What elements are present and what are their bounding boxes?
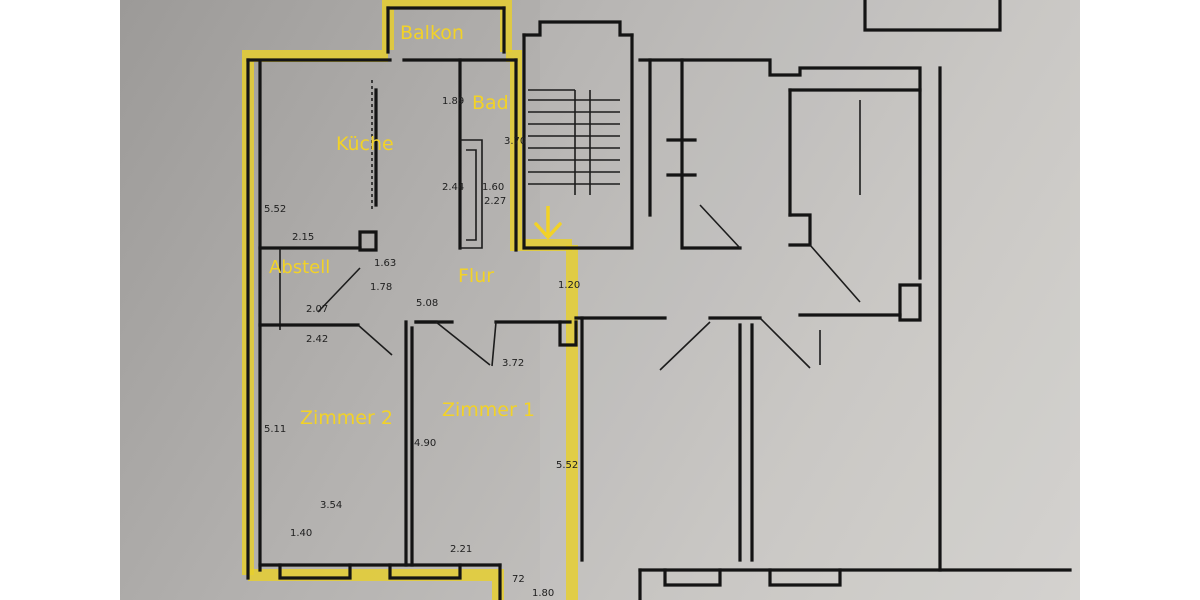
dimension-label: 2.07 — [306, 304, 329, 315]
dimension-label: 3.70 — [504, 136, 527, 147]
dimension-label: 2.27 — [484, 196, 507, 207]
room-label-flur: Flur — [458, 265, 495, 287]
dimension-label: 3.54 — [320, 500, 343, 511]
dimension-label: 1.80 — [532, 588, 555, 599]
dimension-label: 5.11 — [264, 424, 287, 435]
room-label-abstell: Abstell — [269, 257, 331, 278]
dimension-label: 72 — [512, 574, 525, 585]
room-label-zimmer2: Zimmer 2 — [300, 407, 393, 429]
dimension-label: 3.72 — [502, 358, 525, 369]
dimension-label: 4.90 — [414, 438, 437, 449]
dimension-label: 1.40 — [290, 528, 313, 539]
dimension-label: 2.21 — [450, 544, 473, 555]
dimension-label: 5.52 — [264, 204, 287, 215]
room-label-kueche: Küche — [336, 133, 394, 155]
room-label-bad: Bad — [472, 92, 509, 114]
floor-plan-photo: Balkon Bad Küche Abstell Flur Zimmer 2 Z… — [120, 0, 1080, 600]
dimension-label: 5.52 — [556, 460, 579, 471]
stairwell — [522, 20, 634, 250]
dimension-label: 1.78 — [370, 282, 393, 293]
room-label-zimmer1: Zimmer 1 — [442, 399, 535, 421]
dimension-label: 2.42 — [306, 334, 329, 345]
dimension-label: 1.63 — [374, 258, 397, 269]
room-label-balkon: Balkon — [400, 22, 464, 44]
dimension-label: 1.89 — [442, 96, 465, 107]
walls-left-apartment — [246, 6, 578, 600]
dimension-label: 1.60 — [482, 182, 505, 193]
floor-plan-drawing — [242, 0, 1080, 600]
arrow-down-icon — [534, 206, 562, 240]
dimension-label: 2.44 — [442, 182, 465, 193]
dimension-label: 1.20 — [558, 280, 581, 291]
dimension-label: 5.08 — [416, 298, 439, 309]
dimension-label: 2.15 — [292, 232, 315, 243]
walls-right-apartment — [574, 0, 1072, 600]
